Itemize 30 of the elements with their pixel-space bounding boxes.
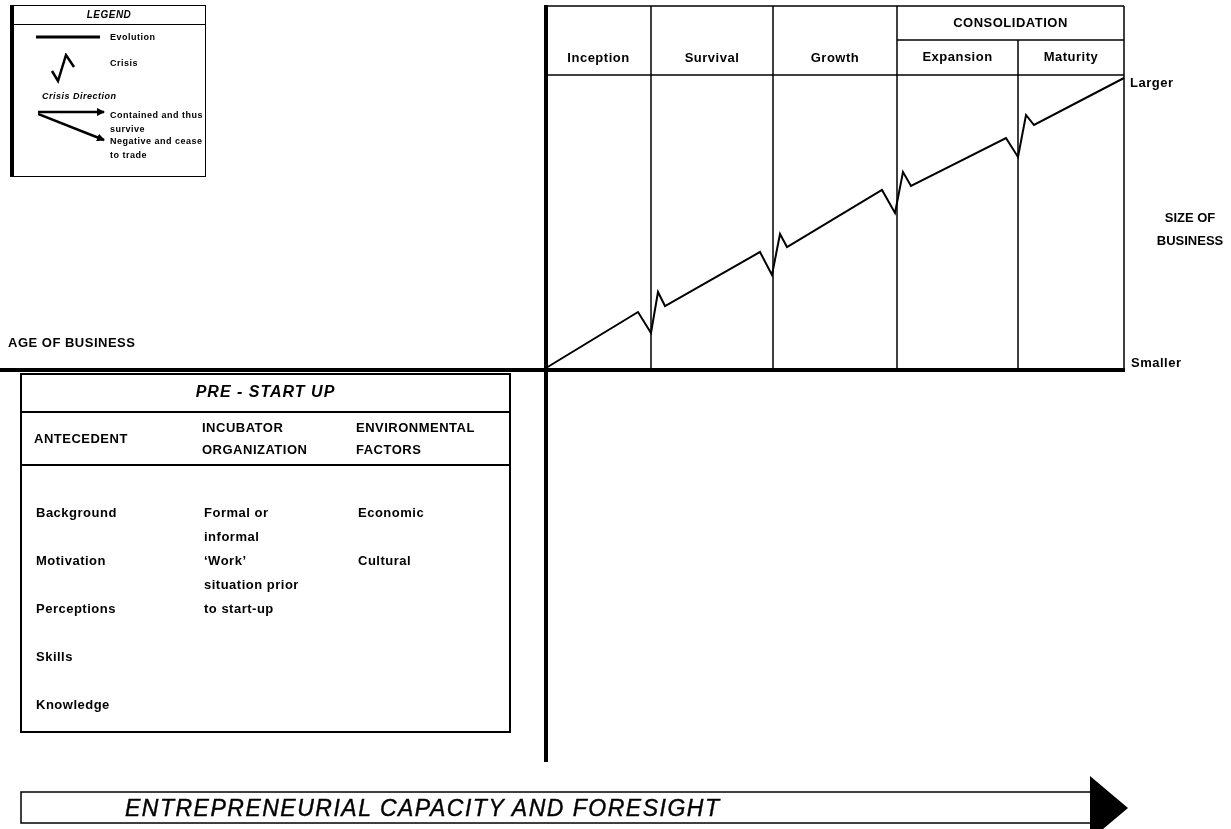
list-item: Perceptions [36,600,117,618]
axis-label: AGE OF BUSINESS [8,335,136,350]
column-heading: INCUBATOR ORGANIZATION [202,419,309,459]
stage-heading: Survival [683,49,741,65]
legend-text: Contained and thus survive [110,109,204,136]
axis-label: SIZE OF BUSINESS [1155,209,1225,250]
list-item: Background [36,504,118,522]
legend-title: LEGEND [85,9,133,20]
list-item: Economic [358,504,426,522]
legend-text: Negative and cease to trade [110,135,204,162]
axis-label: Smaller [1131,355,1182,370]
panel-box [20,373,511,733]
banner-text: ENTREPRENEURIAL CAPACITY AND FORESIGHT [125,795,722,822]
column-heading: ANTECEDENT [34,430,129,448]
phase-heading: CONSOLIDATION [952,15,1069,30]
legend-subheading: Crisis Direction [42,91,118,101]
legend-text: Crisis [110,57,139,70]
stage-heading: Growth [809,49,861,65]
list-item: Cultural [358,552,413,570]
legend-text: Evolution [110,31,157,44]
panel-title: PRE - START UP [194,383,337,401]
axis-label: Larger [1130,75,1174,90]
stage-heading: Maturity [1042,49,1100,64]
stage-heading: Inception [566,49,631,65]
item-text: Formal or informal ‘Work’ situation prior to start-up [204,504,300,618]
list-item: Skills [36,648,74,666]
column-heading: ENVIRONMENTAL FACTORS [356,419,476,459]
list-item: Knowledge [36,696,111,714]
list-item: Motivation [36,552,107,570]
stage-heading: Expansion [921,49,994,64]
